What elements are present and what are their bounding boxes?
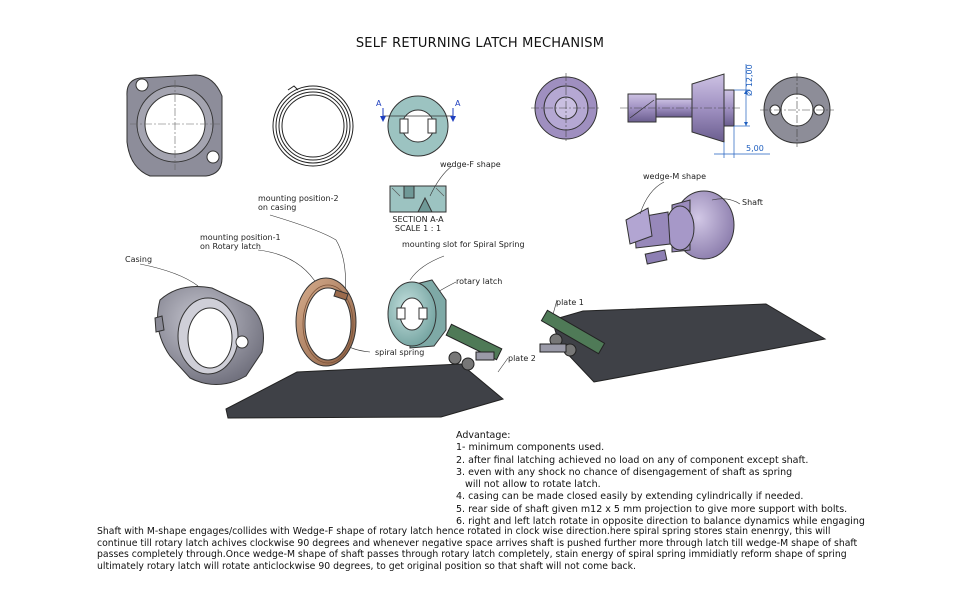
advantage-item: will not allow to rotate latch.: [456, 479, 601, 491]
advantage-item: 1- minimum components used.: [456, 442, 605, 454]
label-wedge-f: wedge-F shape: [440, 160, 501, 169]
label-casing: Casing: [125, 255, 153, 264]
diameter-dimension: Ø 12,00: [744, 64, 754, 96]
section-a-a-view: [389, 165, 453, 213]
spiral-spring-isometric: [295, 277, 357, 367]
label-section-scale: SCALE 1 : 1: [394, 224, 442, 233]
label-plate-2: plate 2: [508, 354, 536, 363]
right-plate: [539, 303, 827, 383]
spiral-spring-front-view: [272, 85, 354, 167]
description-line: Shaft with M-shape engages/collides with…: [97, 526, 831, 537]
label-wedge-m: wedge-M shape: [643, 172, 707, 181]
label-spiral-spring: spiral spring: [375, 348, 425, 357]
length-dimension: 5,00: [746, 144, 764, 153]
advantage-item: 5. rear side of shaft given m12 x 5 mm p…: [456, 503, 848, 515]
rotary-latch-isometric: [387, 279, 447, 349]
description-block: Shaft with M-shape engages/collides with…: [97, 526, 887, 572]
left-plate: [225, 323, 505, 419]
shaft-side-view: Ø 12,00 5,00: [620, 64, 770, 158]
advantage-item: 3. even with any shock no chance of dise…: [456, 466, 793, 478]
label-section-a-a: SECTION A-A: [392, 215, 444, 224]
advantage-block: Advantage: 1- minimum components used. 2…: [456, 430, 865, 528]
rotary-latch-front-view: A A: [376, 95, 461, 157]
advantage-item: 6. right and left latch rotate in opposi…: [456, 516, 865, 528]
description-line: ultimately rotary latch will rotate anti…: [97, 560, 636, 572]
shaft-end-view-right: [760, 73, 834, 147]
label-mounting-slot: mounting slot for Spiral Spring: [402, 240, 525, 249]
label-mounting-position-1-sub: on Rotary latch: [200, 242, 261, 251]
label-rotary-latch: rotary latch: [456, 277, 503, 286]
leader-lines: [139, 214, 558, 373]
advantage-item: 4. casing can be made closed easily by e…: [456, 491, 804, 503]
section-marker-right: A: [455, 99, 461, 108]
label-shaft: Shaft: [742, 198, 763, 207]
label-mounting-position-2: mounting position-2: [258, 194, 339, 203]
casing-top-view: [126, 74, 223, 177]
description-line: continue till rotary latch achives clock…: [97, 537, 858, 549]
label-mounting-position-2-sub: on casing: [258, 203, 297, 212]
advantage-item: 2. after final latching achieved no load…: [456, 454, 809, 466]
description-line: passes completely through.Once wedge-M s…: [97, 549, 847, 561]
label-mounting-position-1: mounting position-1: [200, 233, 281, 242]
drawing-title: SELF RETURNING LATCH MECHANISM: [355, 36, 605, 51]
shaft-end-view-left: [531, 73, 601, 143]
label-plate-1: plate 1: [556, 298, 584, 307]
shaft-isometric: [625, 181, 741, 265]
advantage-heading: Advantage:: [456, 430, 511, 441]
section-marker-left: A: [376, 99, 382, 108]
casing-isometric: [154, 286, 264, 385]
